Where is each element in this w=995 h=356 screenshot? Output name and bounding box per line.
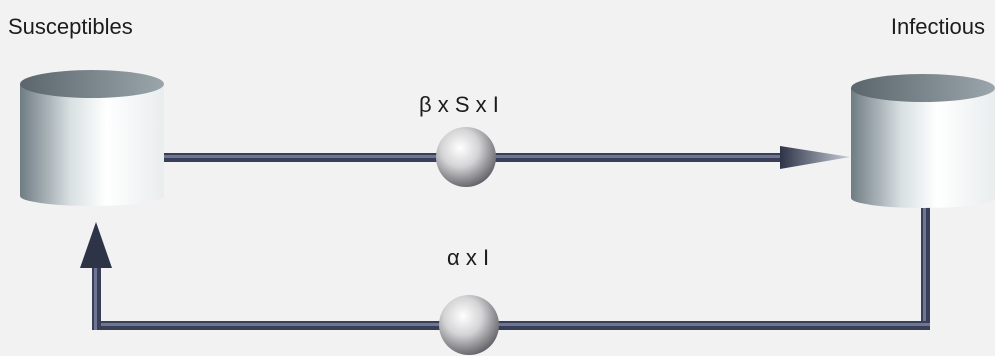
recovery-rate-valve bbox=[439, 295, 499, 355]
infectious-label: Infectious bbox=[890, 14, 985, 39]
infection-flow-pipe bbox=[160, 146, 850, 169]
infection-flow-arrowhead bbox=[780, 146, 850, 169]
infectious-stock bbox=[851, 74, 995, 208]
susceptibles-label: Susceptibles bbox=[8, 14, 133, 39]
infection-rate-label: β x S x I bbox=[419, 92, 499, 117]
susceptibles-stock bbox=[20, 70, 164, 206]
infection-rate-valve bbox=[436, 127, 496, 187]
recovery-flow-pipe bbox=[80, 200, 930, 330]
recovery-rate-label: α x I bbox=[447, 245, 490, 270]
recovery-flow-arrowhead bbox=[80, 222, 112, 268]
